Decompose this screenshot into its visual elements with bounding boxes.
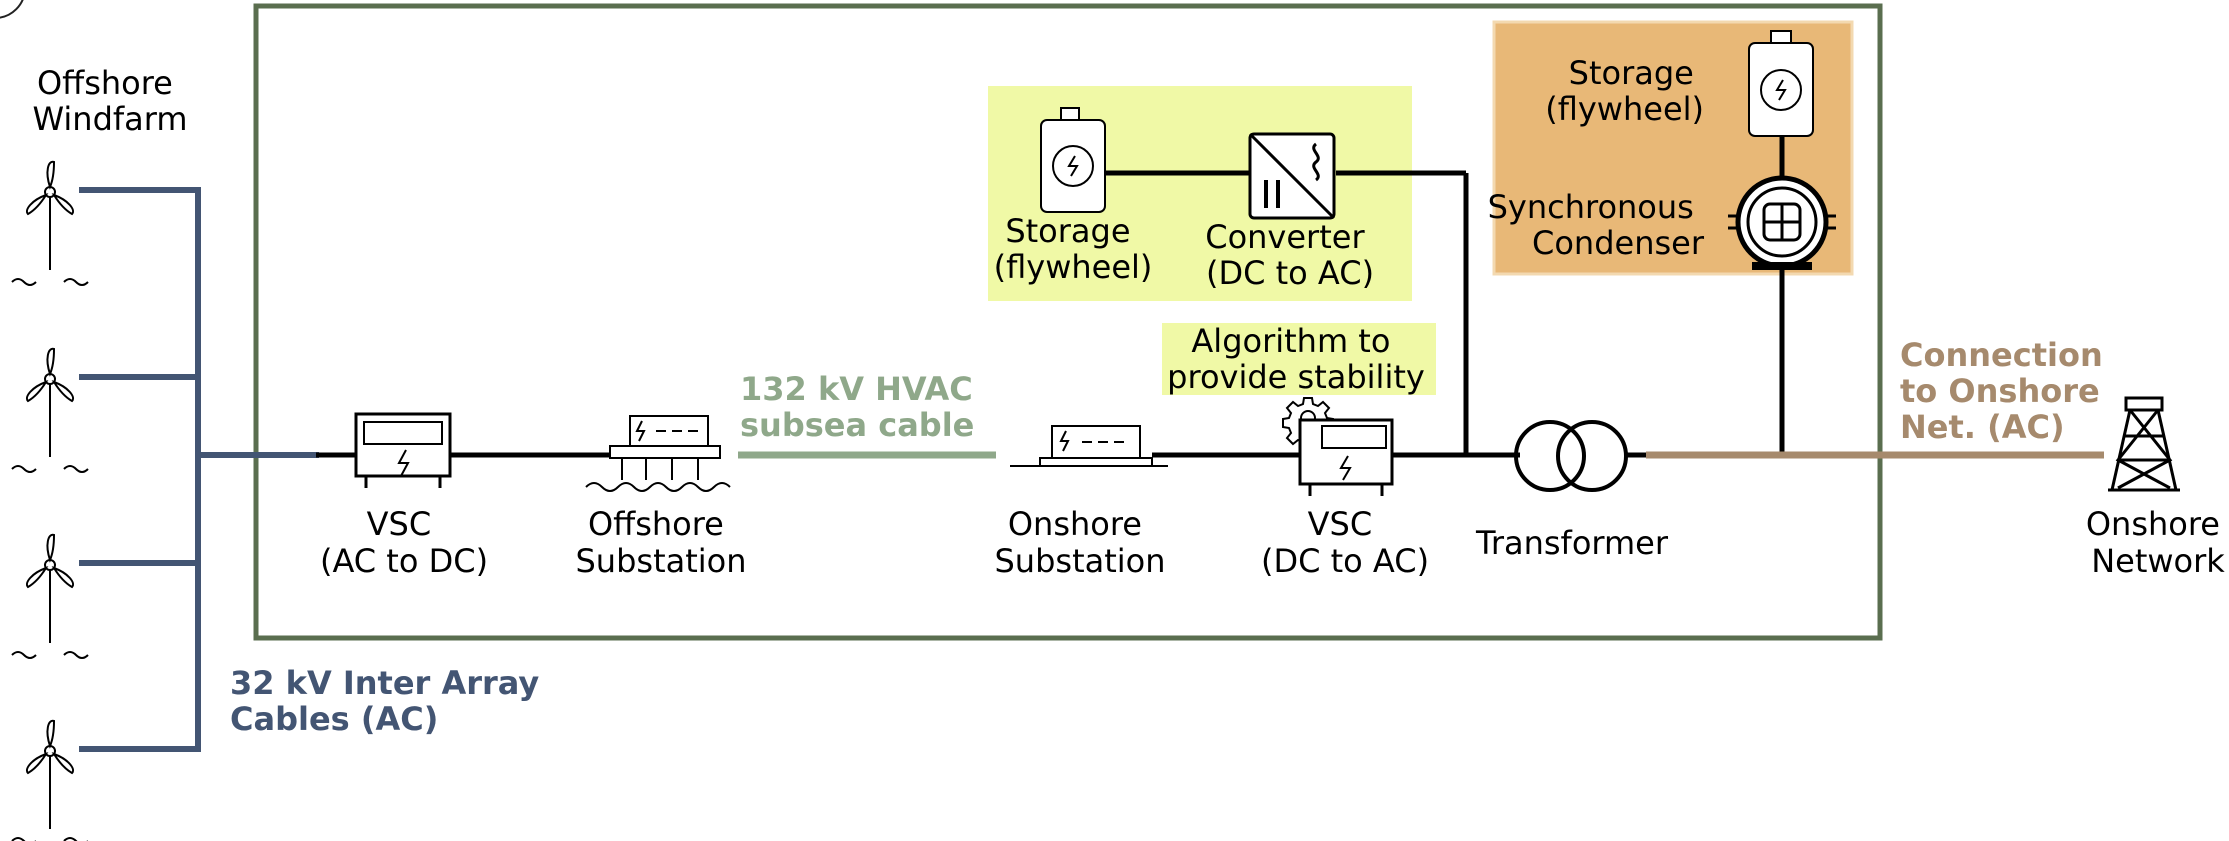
hvac-cable-label: 132 kV HVAC subsea cable <box>740 370 984 444</box>
onshore-network-label: Onshore Network <box>2086 505 2229 580</box>
connection-label-line3: Net. (AC) <box>1900 408 2065 446</box>
system-boundary-frame <box>253 3 1883 641</box>
transformer-label: Transformer <box>1475 524 1669 562</box>
vsc-ac-dc-label-line2: (AC to DC) <box>320 542 488 580</box>
connection-label-line1: Connection <box>1900 336 2103 374</box>
windfarm-label-line1: Offshore <box>37 64 173 102</box>
windfarm-label: Offshore Windfarm <box>32 64 187 138</box>
converter-label-line1: Converter <box>1205 218 1365 256</box>
vsc-icon <box>354 412 452 488</box>
hvac-cable-label-line1: 132 kV HVAC <box>740 370 973 408</box>
connection-label: Connection to Onshore Net. (AC) <box>1900 336 2114 446</box>
storage-left-label-line2: (flywheel) <box>994 248 1153 286</box>
vsc-dc-ac-label: VSC (DC to AC) <box>1261 505 1429 580</box>
sync-condenser-label-line1: Synchronous <box>1488 188 1694 226</box>
algorithm-label-line2: provide stability <box>1167 358 1425 396</box>
vsc-icon <box>1298 418 1394 496</box>
onshore-substation-label-line2: Substation <box>994 542 1165 580</box>
substation-icon <box>1010 425 1168 467</box>
synchronous-condenser-icon <box>1728 175 1836 270</box>
substation-icon <box>585 415 731 492</box>
sync-condenser-label: Synchronous Condenser <box>1488 188 1705 262</box>
pylon-icon <box>2108 396 2180 492</box>
offshore-substation-label-line2: Substation <box>575 542 746 580</box>
onshore-substation-label-line1: Onshore <box>1008 505 1142 543</box>
algorithm-label: Algorithm to provide stability <box>1167 322 1425 396</box>
connection-label-line2: to Onshore <box>1900 372 2100 410</box>
offshore-substation-label-line1: Offshore <box>588 505 724 543</box>
vsc-dc-ac-label-line1: VSC <box>1308 505 1373 543</box>
converter-icon <box>1248 132 1336 220</box>
vsc-ac-dc-label-line1: VSC <box>367 505 432 543</box>
vsc-dc-ac-label-line2: (DC to AC) <box>1261 542 1429 580</box>
black-wiring <box>316 136 1785 458</box>
wind-turbine-icon <box>11 533 89 659</box>
wind-turbines <box>11 160 89 841</box>
onshore-network-label-line2: Network <box>2091 542 2225 580</box>
onshore-network-label-line1: Onshore <box>2086 505 2220 543</box>
converter-label: Converter (DC to AC) <box>1205 218 1375 292</box>
wind-turbine-icon <box>11 160 89 286</box>
storage-right-label-line1: Storage <box>1569 54 1694 92</box>
wind-turbine-icon <box>11 719 88 841</box>
algorithm-label-line1: Algorithm to <box>1191 322 1390 360</box>
flywheel-icon <box>1748 30 1814 137</box>
storage-right-label-line2: (flywheel) <box>1545 90 1704 128</box>
inter-array-cables <box>79 187 319 752</box>
transformer-icon <box>1514 420 1628 492</box>
storage-left-label: Storage (flywheel) <box>994 212 1153 286</box>
inter-array-label-line1: 32 kV Inter Array <box>230 664 539 702</box>
windfarm-label-line2: Windfarm <box>32 100 187 138</box>
inter-array-label: 32 kV Inter Array Cables (AC) <box>230 664 550 738</box>
offshore-substation-label: Offshore Substation <box>575 505 746 580</box>
flywheel-icon <box>1040 107 1106 213</box>
corner-marker <box>0 0 24 19</box>
hvac-cable-label-line2: subsea cable <box>740 406 974 444</box>
storage-right-label: Storage (flywheel) <box>1545 54 1704 128</box>
wind-turbine-icon <box>11 347 89 473</box>
onshore-substation-label: Onshore Substation <box>994 505 1165 580</box>
sync-condenser-label-line2: Condenser <box>1532 224 1705 262</box>
inter-array-label-line2: Cables (AC) <box>230 700 438 738</box>
converter-label-line2: (DC to AC) <box>1206 254 1374 292</box>
storage-left-label-line1: Storage <box>1005 212 1130 250</box>
algorithm-highlight <box>1162 323 1436 395</box>
vsc-ac-dc-label: VSC (AC to DC) <box>320 505 488 580</box>
